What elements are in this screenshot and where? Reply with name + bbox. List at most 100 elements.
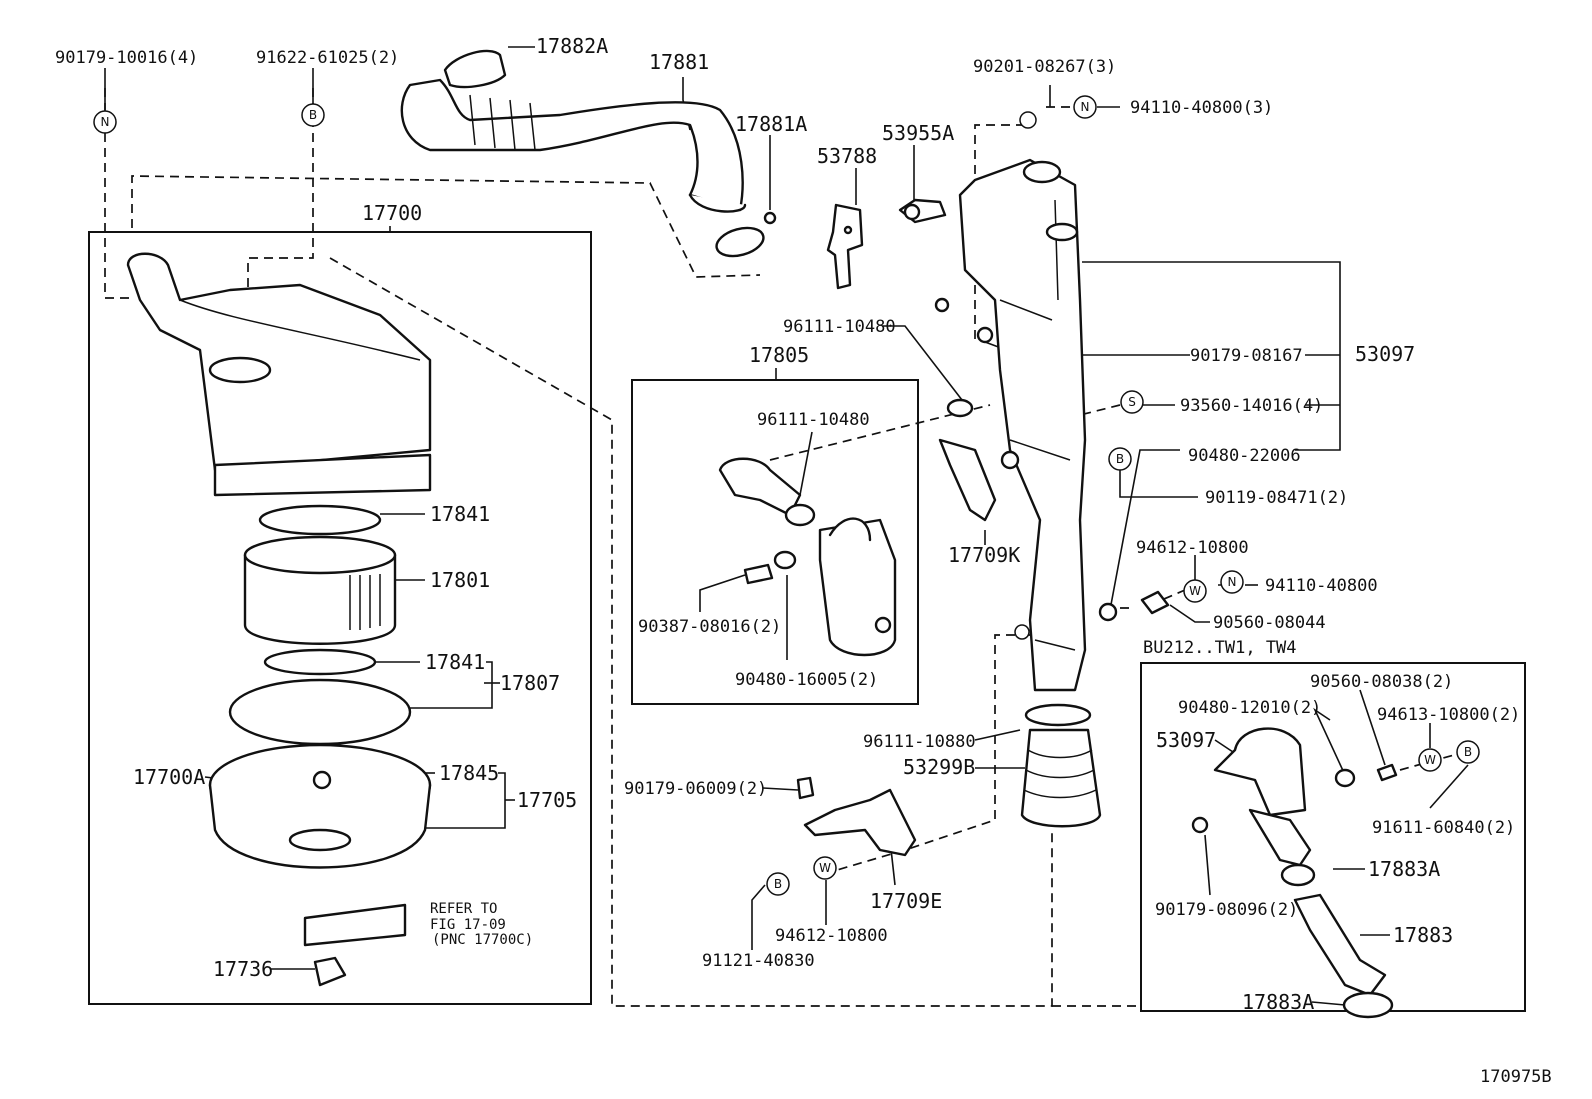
clip-17736 (313, 956, 347, 987)
hose-kit-box (631, 379, 919, 705)
label-94612-10800-b: 94612-10800 (775, 926, 888, 946)
svg-text:W: W (819, 861, 831, 875)
sensor-53955A (898, 198, 947, 224)
figure-id: 170975B (1480, 1067, 1552, 1087)
dash-top-duct (131, 175, 761, 278)
flex-hose-53299B (1020, 703, 1102, 828)
svg-text:S: S (1128, 395, 1136, 409)
label-17881A: 17881A (735, 112, 807, 136)
grommet-90480-22006 (1098, 602, 1118, 622)
label-90179-10016: 90179-10016(4) (55, 48, 198, 68)
collar-90560-08044 (1140, 590, 1170, 615)
label-94110-40800-3: 94110-40800(3) (1130, 98, 1273, 118)
symbol-ref-3 (1014, 624, 1030, 640)
symbol-w-94613: W (1418, 748, 1442, 772)
symbol-n-94110: N (1220, 570, 1244, 594)
dash-90179-10016 (104, 88, 132, 299)
air-cleaner-assy-box (88, 231, 592, 1005)
label-90119-08471: 90119-08471(2) (1205, 488, 1348, 508)
label-17883: 17883 (1393, 923, 1453, 947)
label-17709K: 17709K (948, 543, 1020, 567)
symbol-n-94110-3: N (1073, 95, 1097, 119)
label-53097: 53097 (1355, 342, 1415, 366)
label-90480-22006: 90480-22006 (1188, 446, 1301, 466)
label-17841-a: 17841 (430, 502, 490, 526)
label-53955A: 53955A (882, 121, 954, 145)
svg-text:N: N (1228, 575, 1237, 589)
dash-90201 (974, 124, 1025, 340)
label-90179-08096: 90179-08096(2) (1155, 900, 1298, 920)
dash-main-loop (329, 257, 1053, 1007)
svg-text:W: W (1424, 753, 1436, 767)
label-17700: 17700 (362, 201, 422, 225)
label-90179-08167: 90179-08167 (1190, 346, 1303, 366)
label-53299B: 53299B (903, 755, 975, 779)
intake-hose-17881 (400, 49, 777, 258)
label-17882A: 17882A (536, 34, 608, 58)
label-17841-b: 17841 (425, 650, 485, 674)
bracket-17709K (938, 438, 997, 522)
refer-note-line1: REFER TO (430, 901, 497, 917)
filter-element-17801 (243, 504, 397, 676)
svg-text:B: B (309, 108, 317, 122)
label-17801: 17801 (430, 568, 490, 592)
label-17883A-b: 17883A (1242, 990, 1314, 1014)
air-cleaner-bowl (208, 678, 432, 869)
symbol-nut-90201 (1019, 111, 1037, 129)
symbol-b-91622-61025: B (301, 103, 325, 127)
svg-text:N: N (101, 115, 110, 129)
label-90179-06009: 90179-06009(2) (624, 779, 767, 799)
label-17805: 17805 (749, 343, 809, 367)
label-90201-08267: 90201-08267(3) (973, 57, 1116, 77)
label-96111-10480-b: 96111-10480 (757, 410, 870, 430)
clamp-96111-10480-a (946, 398, 974, 418)
symbol-n-90179-10016: N (93, 110, 117, 134)
label-53097-b: 53097 (1156, 728, 1216, 752)
label-17883A-a: 17883A (1368, 857, 1440, 881)
label-91121-40830: 91121-40830 (702, 951, 815, 971)
label-17709E: 17709E (870, 889, 942, 913)
bolt-90179-06009 (796, 776, 815, 800)
hose-kit-parts (718, 457, 897, 657)
bu-variant-parts (1191, 727, 1398, 1019)
svg-text:W: W (1189, 584, 1201, 598)
label-17736: 17736 (213, 957, 273, 981)
svg-text:B: B (1116, 452, 1124, 466)
symbol-s-93560: S (1120, 390, 1144, 414)
refer-note-line2: FIG 17-09 (430, 917, 506, 933)
label-94110-40800: 94110-40800 (1265, 576, 1378, 596)
svg-text:B: B (1464, 745, 1472, 759)
symbol-b-90119: B (1108, 447, 1132, 471)
symbol-w-94612-a: W (1183, 579, 1207, 603)
label-17700A: 17700A (133, 765, 205, 789)
svg-text:B: B (774, 877, 782, 891)
symbol-w-94612-b: W (813, 856, 837, 880)
label-bu-note: BU212..TW1, TW4 (1143, 638, 1297, 658)
label-94612-10800-a: 94612-10800 (1136, 538, 1249, 558)
label-96111-10480-a: 96111-10480 (783, 317, 896, 337)
air-cleaner-housing (126, 252, 432, 497)
label-94613-10800: 94613-10800(2) (1377, 705, 1520, 725)
label-90560-08044: 90560-08044 (1213, 613, 1326, 633)
label-90480-16005: 90480-16005(2) (735, 670, 878, 690)
label-53788: 53788 (817, 144, 877, 168)
label-91622-61025: 91622-61025(2) (256, 48, 399, 68)
grommet-a (934, 297, 950, 313)
grommet-90179-08167 (976, 326, 994, 344)
bracket-53788 (826, 203, 864, 290)
intake-duct-53097 (958, 158, 1087, 692)
refer-note-line3: (PNC 17700C) (432, 932, 533, 948)
label-17881: 17881 (649, 50, 709, 74)
label-96111-10880: 96111-10880 (863, 732, 976, 752)
symbol-b-91611: B (1456, 740, 1480, 764)
svg-text:N: N (1081, 100, 1090, 114)
dash-53299 (819, 634, 1045, 876)
label-90387-08016: 90387-08016(2) (638, 617, 781, 637)
label-93560-14016: 93560-14016(4) (1180, 396, 1323, 416)
label-17807: 17807 (500, 671, 560, 695)
bracket-17709E (803, 788, 917, 857)
label-90560-08038: 90560-08038(2) (1310, 672, 1453, 692)
label-91611-60840: 91611-60840(2) (1372, 818, 1515, 838)
bu-variant-box (1140, 662, 1526, 1012)
